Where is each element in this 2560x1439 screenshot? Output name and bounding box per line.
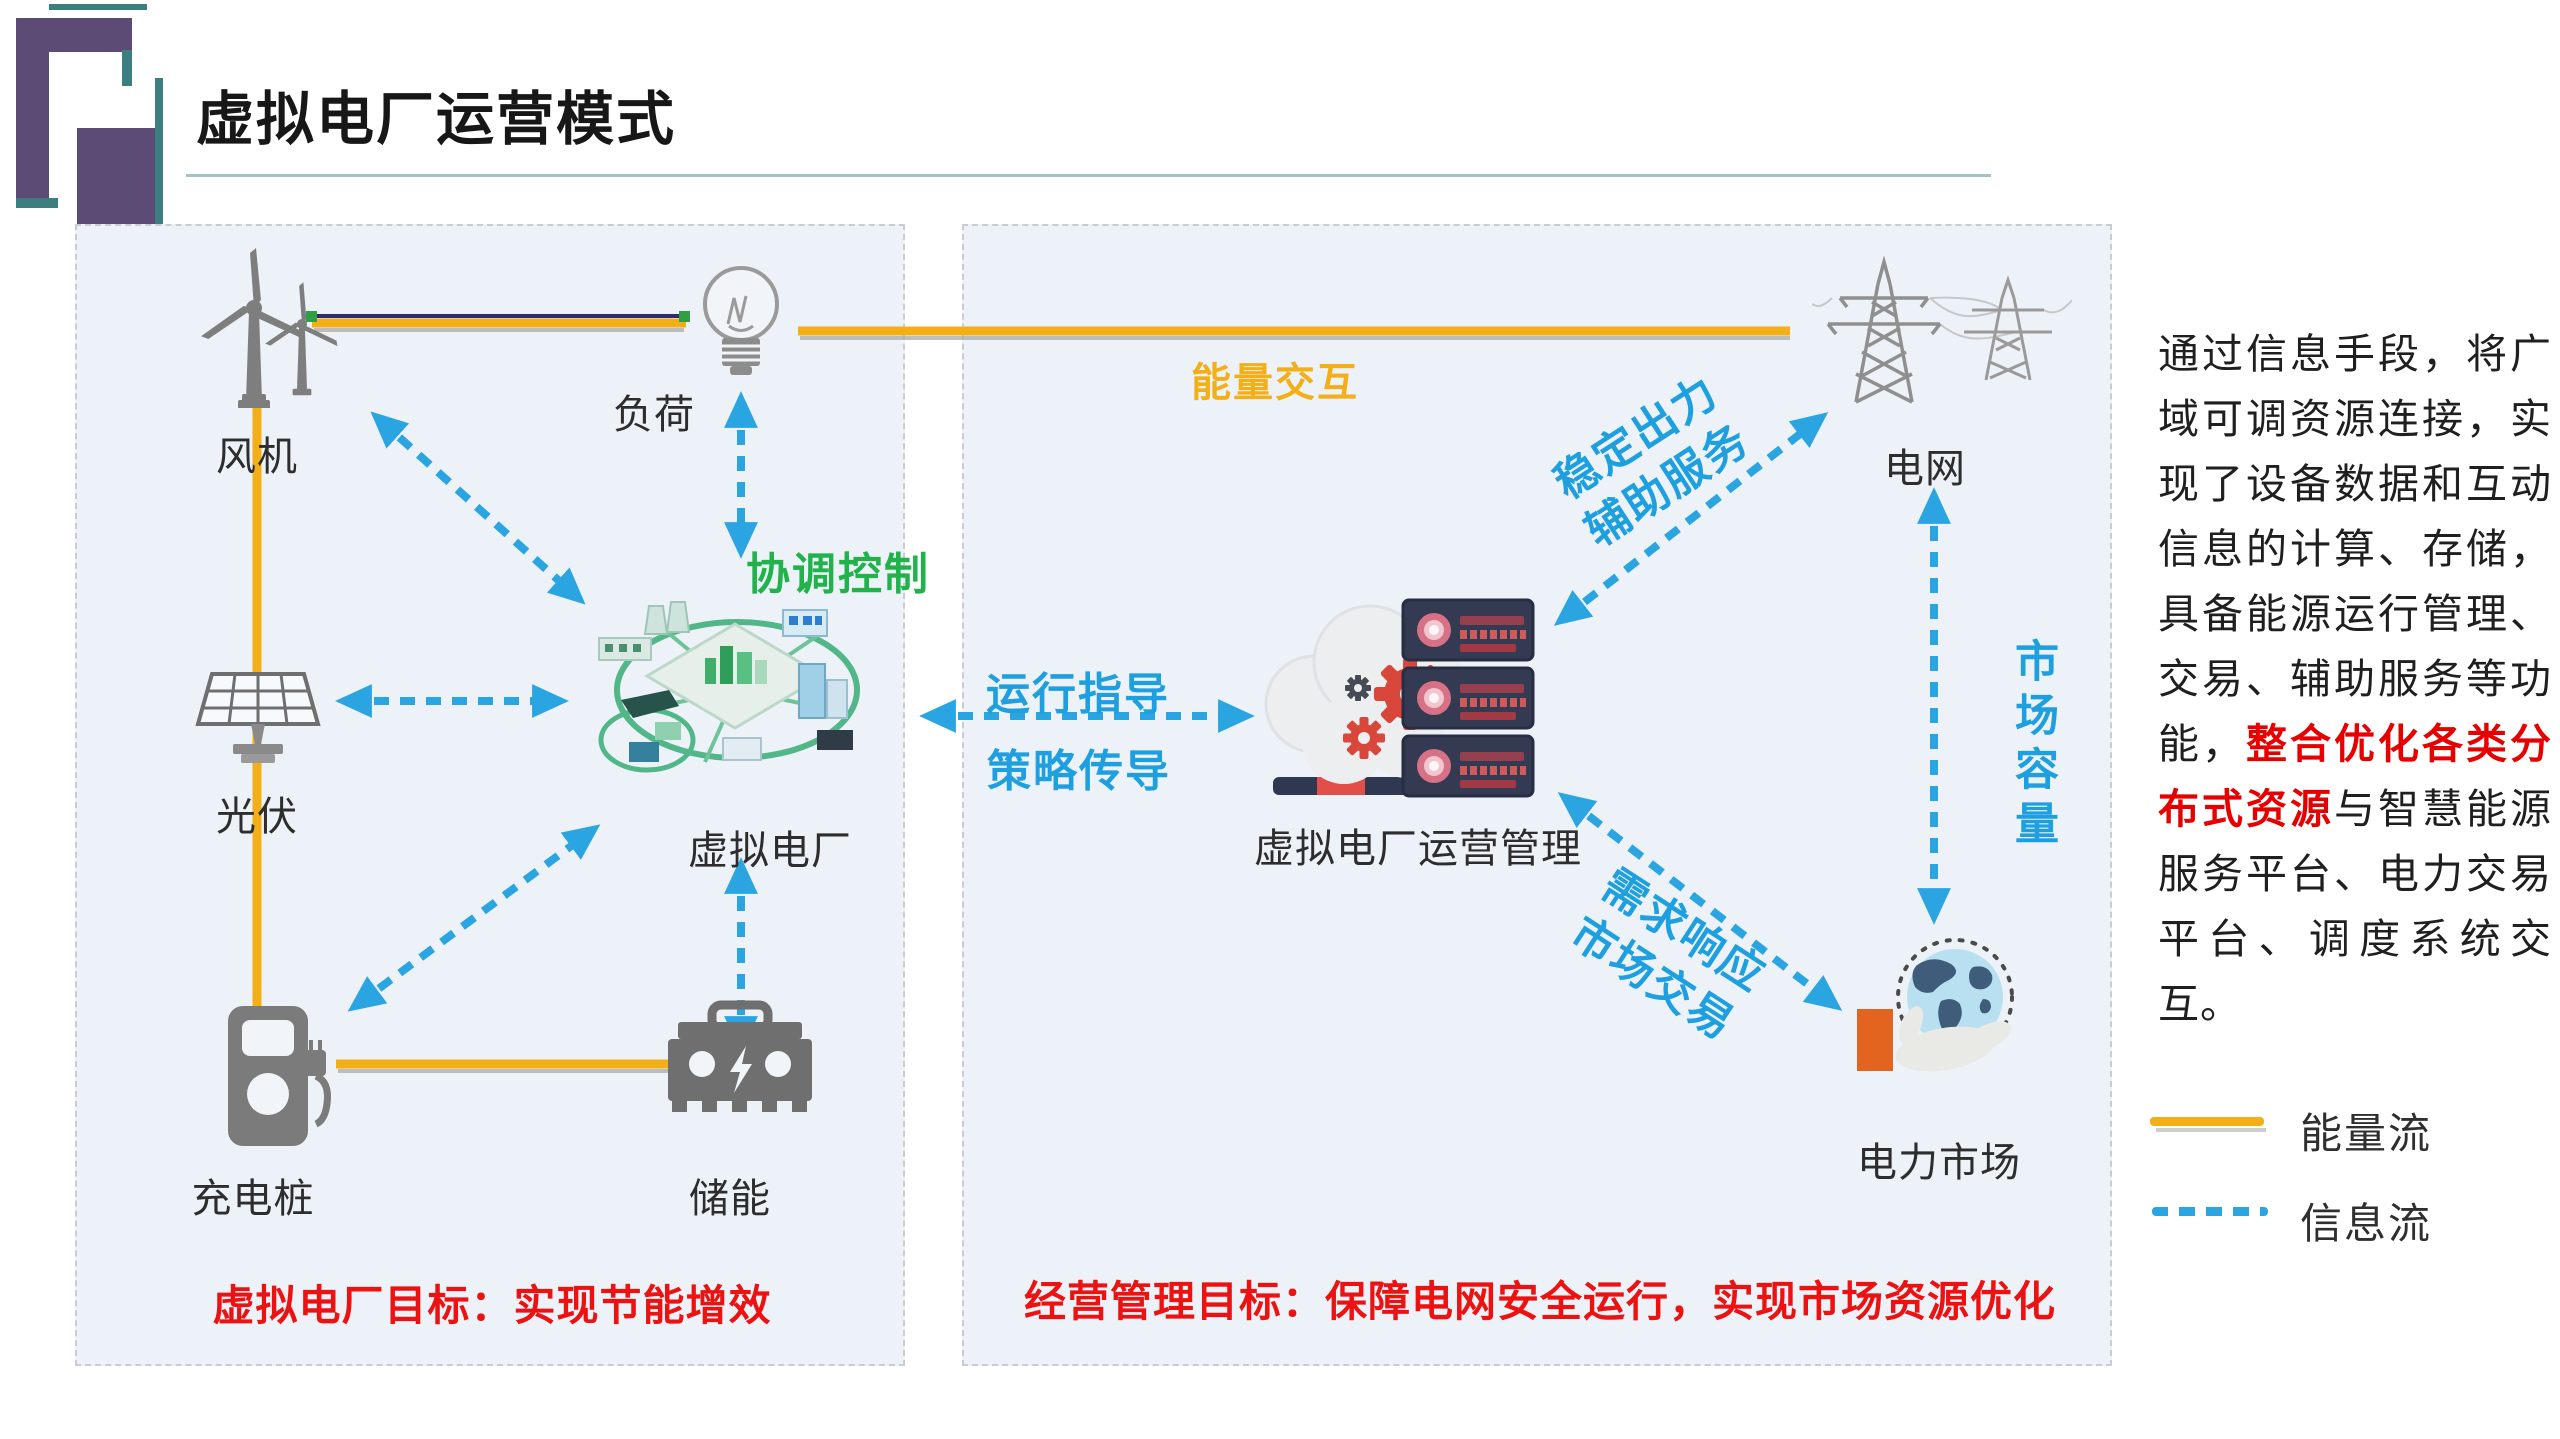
- coordination-control-label: 协调控制: [746, 550, 930, 599]
- description-paragraph: 通过信息手段，将广域可调资源连接，实现了设备数据和互动信息的计算、存储，具备能源…: [2158, 322, 2552, 1037]
- energy-interaction-label: 能量交互: [1191, 361, 1359, 405]
- vpp-label: 虚拟电厂: [688, 829, 852, 873]
- charger-label: 充电桩: [191, 1177, 315, 1221]
- info-flow-line-sample: [2152, 1207, 2268, 1216]
- logo-teal-bottom-notch: [16, 198, 58, 208]
- title-underline: [186, 174, 1991, 177]
- energy-flow-label: 能量流: [2300, 1110, 2433, 1157]
- gear-icon-small: [1343, 717, 1385, 759]
- logo-teal-square-right-edge: [155, 78, 163, 242]
- info-flow-label: 信息流: [2300, 1200, 2433, 1247]
- left-goal-text: 虚拟电厂目标：实现节能增效: [212, 1282, 772, 1329]
- solar-pv-icon: [195, 672, 321, 763]
- management-label: 虚拟电厂运营管理: [1254, 827, 1582, 871]
- energy-flow-line-sample: [2150, 1117, 2264, 1126]
- energy-flow-line-shadow: [2156, 1128, 2266, 1132]
- wind-label: 风机: [216, 435, 298, 479]
- description-before: 通过信息手段，将广域可调资源连接，实现了设备数据和互动信息的计算、存储，具备能源…: [2158, 331, 2552, 767]
- market-capacity-label: 市场容量: [2008, 638, 2057, 854]
- grid-label: 电网: [1884, 447, 1966, 491]
- right-goal-text: 经营管理目标：保障电网安全运行，实现市场资源优化: [1023, 1278, 2057, 1325]
- pv-label: 光伏: [216, 795, 298, 839]
- storage-battery-icon: [668, 1000, 812, 1112]
- storage-label: 储能: [689, 1177, 771, 1221]
- power-market-icon: [1857, 938, 2014, 1072]
- load-label: 负荷: [613, 393, 695, 437]
- gear-icon-tiny: [1345, 675, 1371, 701]
- power-grid-towers-icon: [1812, 255, 2072, 404]
- logo-teal-top-line: [49, 4, 147, 10]
- cloud-management-icon: [1264, 598, 1535, 798]
- description-after: 与智慧能源服务平台、电力交易平台、调度系统交互。: [2158, 786, 2552, 1027]
- logo-teal-right-notch: [122, 50, 132, 86]
- wind-turbine-icon: [201, 248, 338, 408]
- page-title: 虚拟电厂运营模式: [196, 87, 677, 152]
- logo-purple-left-bar: [16, 18, 49, 206]
- strategy-transmission-label: 策略传导: [987, 747, 1171, 796]
- logo-purple-square: [77, 128, 155, 242]
- description-highlight: 整合优化各类分布式资源: [2158, 721, 2552, 832]
- virtual-power-plant-illustration: [598, 601, 860, 773]
- operation-guidance-label: 运行指导: [986, 670, 1170, 719]
- market-label: 电力市场: [1857, 1141, 2021, 1185]
- load-bulb-icon: [703, 266, 779, 375]
- charging-pile-icon: [228, 1006, 331, 1146]
- server-rack: [1401, 598, 1535, 798]
